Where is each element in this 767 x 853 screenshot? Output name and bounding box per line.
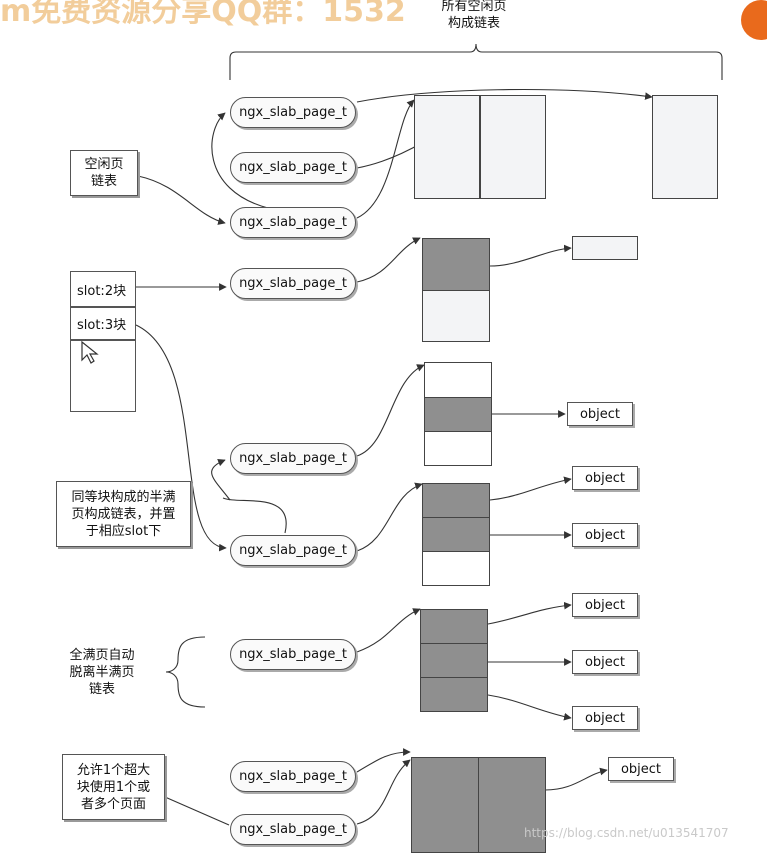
slot3-page1-free [424,362,492,398]
arrow-node3-to-page1 [356,99,415,219]
arrow-full-node-to-page [356,608,421,653]
object-box: object [572,466,638,490]
label-line: 者多个页面 [80,796,146,812]
slot3-page1-used [424,397,492,432]
large-block-page [478,757,546,853]
slot3-page2-free [422,551,490,586]
label-line: 构成链表 [447,16,500,31]
label-line: 所有空闲页 [441,0,507,14]
arrow-free-label-to-node3 [137,175,226,225]
label-line: 于相应slot下 [85,523,162,539]
top-brace [229,43,723,80]
label-line: 允许1个超大 [76,762,151,778]
object-box: object [608,757,674,781]
arrow-slot2-page-to-small [489,244,572,267]
label-line: 脱离半满页 [69,665,135,680]
full-page-used [420,677,488,712]
arrow-note-to-upper-node [211,459,231,501]
full-page-note: 全满页自动 脱离半满页 链表 [52,647,152,698]
free-page-block [480,95,546,199]
object-box: object [572,706,638,730]
page-node-free-1: ngx_slab_page_t [230,97,356,128]
large-block-page [411,757,479,853]
footer-watermark: https://blog.csdn.net/u013541707 [524,826,729,840]
slot-3-cell: slot:3块 [70,307,136,340]
all-free-pages-label: 所有空闲页 构成链表 [424,0,524,32]
object-box: object [567,402,633,426]
same-size-note: 同等块构成的半满 页构成链表，并置 于相应slot下 [56,481,191,547]
object-box: object [572,650,638,674]
page-node-slot3-2: ngx_slab_page_t [230,535,356,566]
label-line: 链表 [90,174,117,189]
slot3-page1-free [424,431,492,466]
label-line: 页构成链表，并置 [71,506,176,522]
arrow-lower-node-to-page [356,482,423,552]
label-line: 全满页自动 [69,648,135,663]
label-line: 链表 [88,682,115,697]
page-node-free-2: ngx_slab_page_t [230,152,356,183]
slot2-page-free [422,290,490,342]
arrow-full-page-to-object3 [487,694,572,721]
slot2-page-used [422,238,490,291]
slot3-page2-used [422,517,490,552]
slot3-page2-used [422,483,490,518]
watermark-text: m免费资源分享QQ群：1532 [0,0,406,29]
large-block-note: 允许1个超大 块使用1个或 者多个页面 [62,754,165,820]
arrow-node1-to-far-page [356,88,653,103]
page-node-free-3: ngx_slab_page_t [230,207,356,238]
page-node-full: ngx_slab_page_t [230,639,356,670]
full-page-used [420,609,488,644]
arrow-upper-node-to-page [356,364,425,457]
full-brace [165,636,206,708]
orange-badge-icon [741,0,767,40]
label-line: 块使用1个或 [76,779,151,795]
arrow-lower-page-to-object1 [489,476,572,501]
mouse-cursor-icon [81,340,99,364]
free-list-label: 空闲页 链表 [70,150,138,196]
slot-empty-cell [70,340,136,412]
object-box: object [572,593,638,617]
page-node-slot2: ngx_slab_page_t [230,268,356,299]
arrow-slot2-node-to-page [356,237,421,283]
full-page-used [420,643,488,678]
slot2-object-small [572,236,638,260]
label-line: 空闲页 [84,157,124,172]
page-node-large-1: ngx_slab_page_t [230,761,356,792]
page-node-large-2: ngx_slab_page_t [230,814,356,845]
arrow-slot3-to-node [135,324,227,552]
slot-2-cell: slot:2块 [70,271,136,307]
line-note-to-node [164,796,230,826]
arrow-full-page-to-object1 [487,601,572,625]
page-node-slot3-1: ngx_slab_page_t [230,443,356,474]
arrow-node3-to-node1 [211,112,269,209]
arrow-large-node2-to-page [356,759,411,825]
object-box: object [572,523,638,547]
arrow-node-chain [222,497,287,534]
free-page-block [652,95,718,199]
free-page-block [414,95,480,199]
label-line: 同等块构成的半满 [71,489,176,505]
arrow-large-page-to-object [544,767,608,791]
arrow-large-node1-to-page [356,748,411,773]
